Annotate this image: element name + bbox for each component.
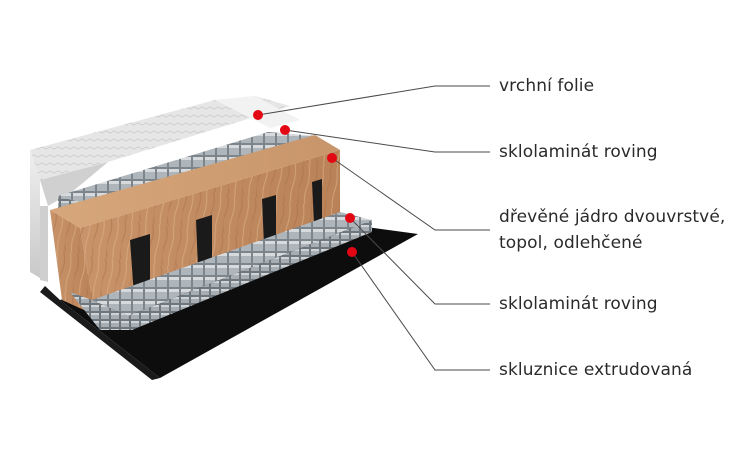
label-lower-fiberglass: sklolaminát roving (499, 294, 658, 314)
leader-lines (257, 85, 490, 371)
label-wood-core: dřevěné jádro dvouvrstvé, (499, 207, 726, 227)
top-foil-layer (30, 96, 300, 282)
leader-line-upper-fiberglass (284, 129, 490, 153)
leader-line-lower-fiberglass (349, 217, 490, 305)
marker-top-foil (253, 110, 263, 120)
marker-lower-fiberglass (345, 213, 355, 223)
leader-line-wood-core (331, 157, 490, 231)
marker-upper-fiberglass (280, 125, 290, 135)
leader-line-top-foil (257, 85, 490, 116)
base-layer (40, 222, 418, 380)
label-top-foil: vrchní folie (499, 76, 595, 96)
wood-core-layer (50, 135, 340, 315)
label-wood-core-line2: topol, odlehčené (499, 233, 643, 253)
marker-wood-core (327, 153, 337, 163)
lower-fiberglass-layer (70, 212, 372, 330)
leader-line-base (351, 251, 490, 371)
markers (253, 110, 357, 257)
label-upper-fiberglass: sklolaminát roving (499, 142, 658, 162)
label-base: skluznice extrudovaná (499, 360, 693, 380)
marker-base (347, 247, 357, 257)
